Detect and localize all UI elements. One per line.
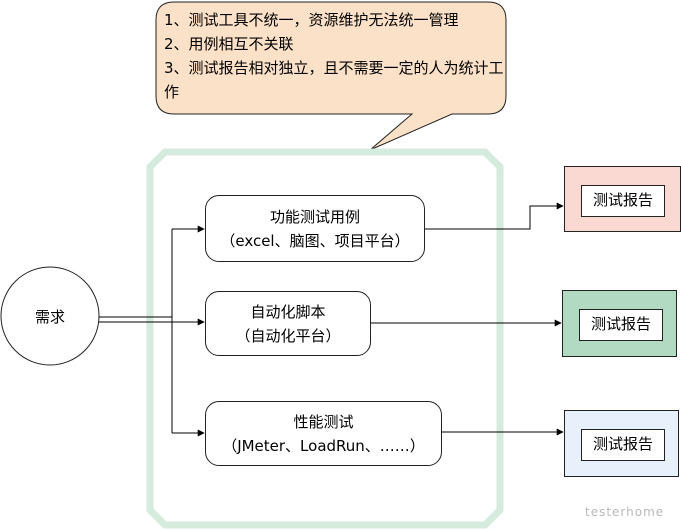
report-label-functional: 测试报告 [581, 185, 665, 217]
performance-test-box: 性能测试 （JMeter、LoadRun、……） [205, 401, 442, 466]
requirement-circle [0, 266, 100, 366]
functional-cases-title: 功能测试用例 [269, 208, 360, 226]
report-box-automation: 测试报告 [562, 290, 677, 357]
watermark: testerhome [585, 505, 665, 519]
automation-scripts-tools: （自动化平台） [235, 327, 341, 345]
requirement-label: 需求 [34, 308, 65, 326]
group-container [146, 148, 504, 529]
functional-cases-tools: （excel、脑图、项目平台） [220, 232, 410, 250]
callout-bubble [155, 1, 507, 151]
automation-scripts-box: 自动化脚本 （自动化平台） [205, 291, 371, 356]
report-box-functional: 测试报告 [564, 166, 681, 232]
automation-scripts-title: 自动化脚本 [250, 303, 326, 321]
functional-cases-box: 功能测试用例 （excel、脑图、项目平台） [205, 195, 425, 262]
performance-test-title: 性能测试 [293, 413, 354, 431]
report-label-automation: 测试报告 [579, 309, 663, 341]
callout-text: 1、测试工具不统一，资源维护无法统一管理 2、用例相互不关联 3、测试报告相对独… [164, 11, 504, 101]
arrow-functional-to-report [425, 202, 564, 230]
report-label-performance: 测试报告 [581, 429, 665, 461]
report-box-performance: 测试报告 [564, 410, 679, 477]
performance-test-tools: （JMeter、LoadRun、……） [222, 437, 425, 455]
